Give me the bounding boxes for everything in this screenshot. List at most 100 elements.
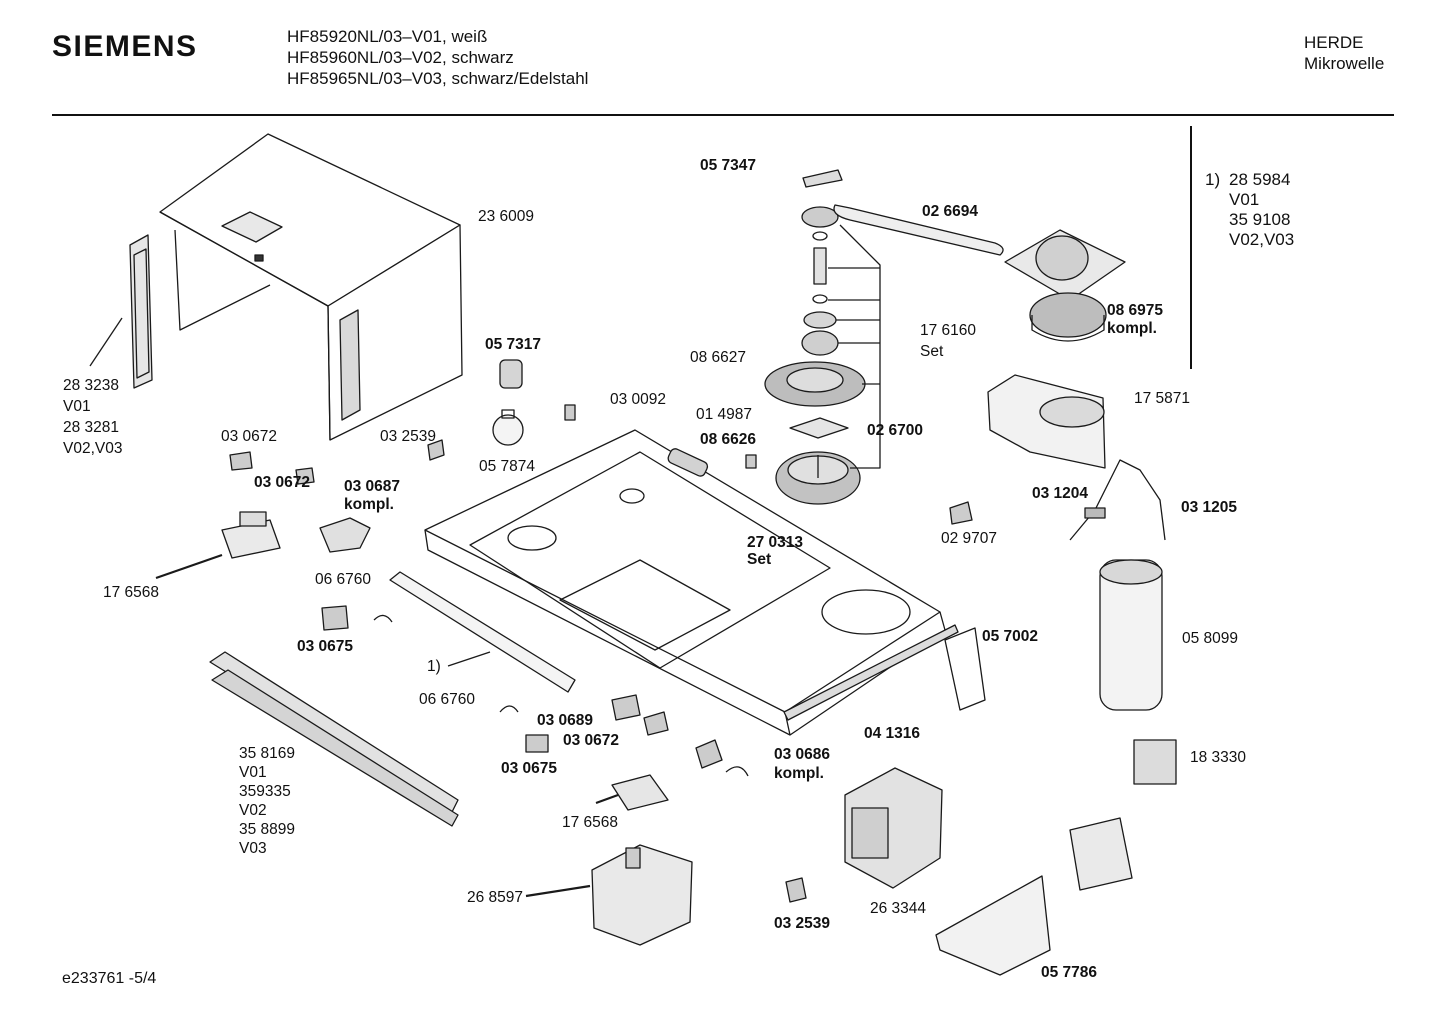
fan-motor <box>1004 229 1126 342</box>
leader-line <box>155 553 223 580</box>
part-number-label: 27 0313 <box>747 534 804 551</box>
part-number-label: 03 0675 <box>501 760 558 777</box>
part-number-label: 03 0686 <box>774 746 831 763</box>
thermostat-cable <box>1069 459 1166 541</box>
part-number-label: 03 2539 <box>774 915 831 932</box>
part-number-label: 03 0675 <box>297 638 354 655</box>
turntable-drive-stack <box>764 169 881 505</box>
category-line: Mikrowelle <box>1304 54 1385 73</box>
footnote-divider <box>1190 126 1192 369</box>
mounting-plate <box>935 875 1051 976</box>
set-label: Set <box>920 343 944 360</box>
magnetron <box>591 844 693 946</box>
part-number-label: 18 3330 <box>1190 749 1247 766</box>
part-number-label: 03 0672 <box>563 732 620 749</box>
part-number-label: 02 6700 <box>867 422 924 439</box>
variant-label: V02 <box>239 802 267 819</box>
part-number-label: 35 8899 <box>239 821 296 838</box>
footnote-line: 35 9108 <box>1229 210 1291 229</box>
part-number-label: 05 7002 <box>982 628 1039 645</box>
part-number-label: 03 0687 <box>344 478 401 495</box>
part-number-label: 26 8597 <box>467 889 524 906</box>
part-number-label: 35 8169 <box>239 745 296 762</box>
wire-bracket <box>944 627 986 711</box>
part-number-label: 28 3238 <box>63 377 120 394</box>
variant-label: V03 <box>239 840 267 857</box>
side-rail <box>129 234 153 389</box>
document-id: e233761 -5/4 <box>62 970 157 987</box>
part-number-label: 26 3344 <box>870 900 927 917</box>
variant-label: V01 <box>63 398 91 415</box>
part-number-label: 03 1205 <box>1181 499 1238 516</box>
part-number-label: 17 6160 <box>920 322 977 339</box>
kompl-label: kompl. <box>1107 320 1157 337</box>
part-number-label: 03 0672 <box>254 474 311 491</box>
part-number-label: 05 7317 <box>485 336 542 353</box>
part-number-label: 05 7786 <box>1041 964 1098 981</box>
part-number-label: 02 9707 <box>941 530 998 547</box>
outer-casing <box>159 133 463 441</box>
bracket <box>1069 817 1133 891</box>
leader-line <box>525 884 591 898</box>
spring-clips <box>373 614 519 713</box>
part-number-label: 06 6760 <box>315 571 372 588</box>
part-number-label: 03 0689 <box>537 712 594 729</box>
part-number-label: 01 4987 <box>696 406 753 423</box>
part-number-label: 08 6627 <box>690 349 747 366</box>
model-line: HF85965NL/03–V03, schwarz/Edelstahl <box>287 69 589 88</box>
drive-belt <box>833 204 1004 256</box>
part-number-label: 28 3281 <box>63 419 120 436</box>
motor-mount <box>695 739 749 777</box>
leader-line <box>447 651 491 667</box>
air-duct <box>987 374 1106 469</box>
footnote-line: V02,V03 <box>1229 230 1295 249</box>
rail-strip <box>783 624 959 721</box>
part-number-label: 03 0672 <box>221 428 278 445</box>
part-number-label: 05 8099 <box>1182 630 1239 647</box>
door-profile <box>209 651 459 827</box>
switch-assembly <box>319 517 371 553</box>
part-number-label: 23 6009 <box>478 208 535 225</box>
part-number-label: 03 0092 <box>610 391 667 408</box>
part-number-label: 08 6626 <box>700 431 757 448</box>
leader-line <box>595 793 619 805</box>
lamp-bulb <box>492 409 524 446</box>
relay <box>1133 739 1177 785</box>
bulb-socket <box>499 359 523 389</box>
brand-logo: SIEMENS <box>52 30 198 63</box>
variant-label: V02,V03 <box>63 440 123 457</box>
category-block: HERDE Mikrowelle <box>1304 32 1384 74</box>
category-line: HERDE <box>1304 33 1364 52</box>
transformer <box>844 767 943 889</box>
interlock-switch <box>611 774 669 811</box>
part-number-label: 17 6568 <box>562 814 619 831</box>
part-number-label: 17 5871 <box>1134 390 1191 407</box>
base-frame <box>424 429 946 736</box>
fuse-holder <box>667 448 709 477</box>
kompl-label: kompl. <box>344 496 394 513</box>
footnote-marker: 1) <box>1205 170 1221 189</box>
part-number-label: 08 6975 <box>1107 302 1164 319</box>
kompl-label: kompl. <box>774 765 824 782</box>
set-label: Set <box>747 551 772 568</box>
capacitor <box>1099 559 1163 711</box>
part-number-label: 04 1316 <box>864 725 921 742</box>
part-number-label: 17 6568 <box>103 584 160 601</box>
small-clips <box>229 404 973 903</box>
model-list: HF85920NL/03–V01, weiß HF85960NL/03–V02,… <box>287 26 588 89</box>
part-number-label: 02 6694 <box>922 203 979 220</box>
footnote-ref-label: 1) <box>427 658 441 675</box>
footnote-line: V01 <box>1229 190 1260 209</box>
door-switch <box>221 511 281 559</box>
model-line: HF85960NL/03–V02, schwarz <box>287 48 514 67</box>
variant-label: V01 <box>239 764 267 781</box>
part-number-label: 05 7347 <box>700 157 757 174</box>
part-number-label: 03 2539 <box>380 428 437 445</box>
part-number-label: 03 1204 <box>1032 485 1089 502</box>
footnote-line: 28 5984 <box>1229 170 1291 189</box>
leader-line <box>89 317 123 367</box>
part-number-label: 06 6760 <box>419 691 476 708</box>
header-rule <box>52 114 1394 116</box>
control-panel-strip <box>389 571 576 693</box>
